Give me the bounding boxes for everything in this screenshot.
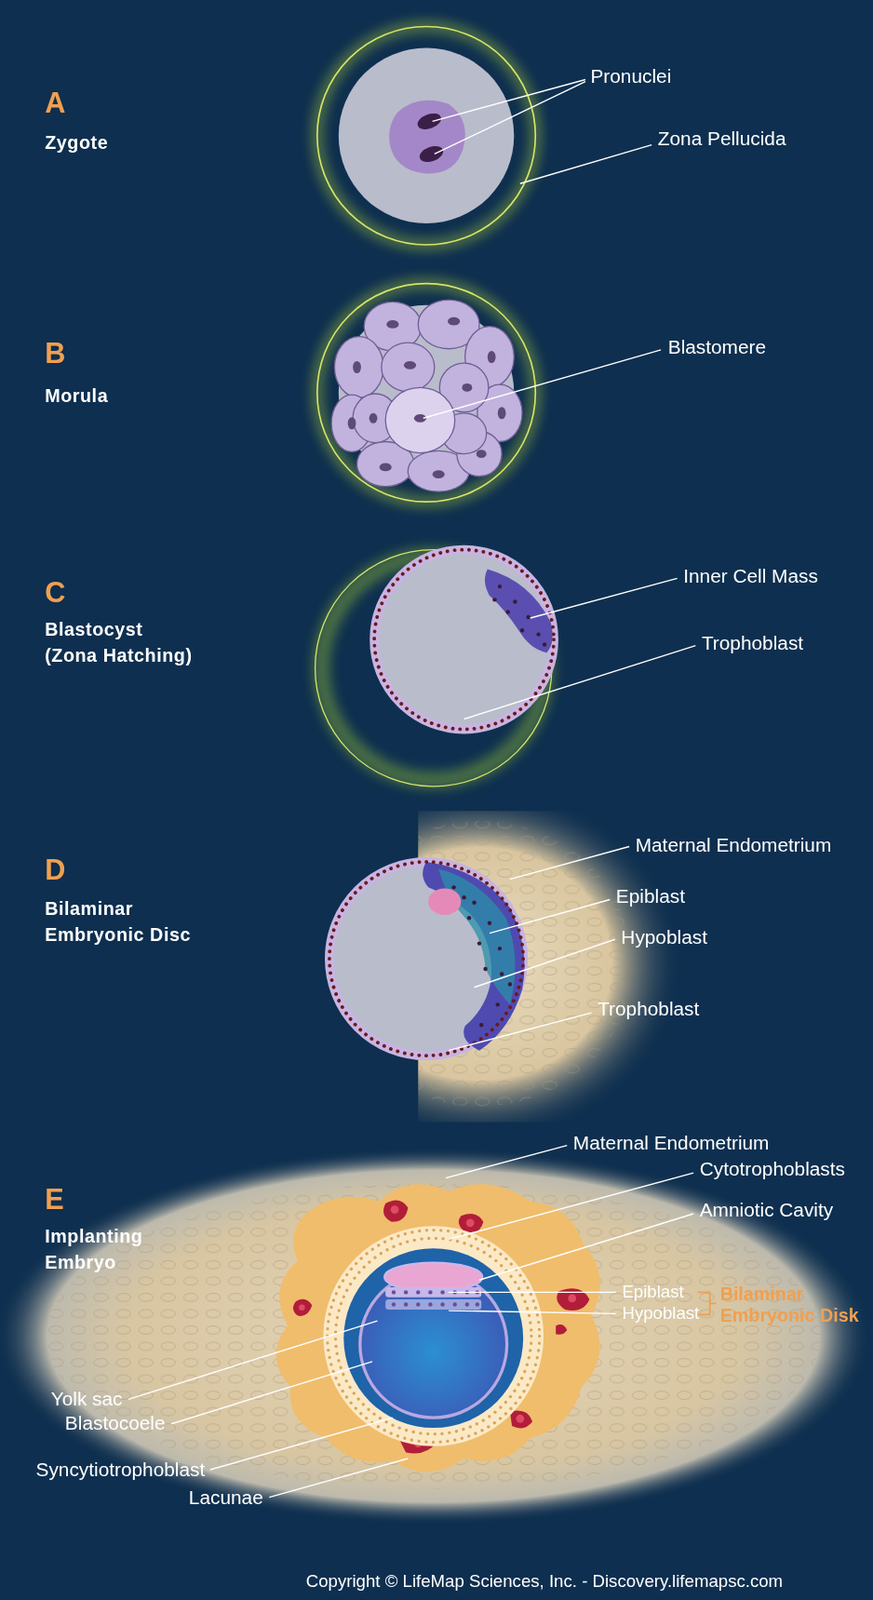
callout-label: Hypoblast (621, 1302, 699, 1324)
callout-label: Amniotic Cavity (699, 1199, 833, 1223)
stage-name: Morula (44, 382, 198, 410)
callout-label: Lacunae (188, 1487, 264, 1511)
stage-letter: D (44, 852, 66, 887)
stage-letter: C (44, 575, 66, 610)
callout-label: Inner Cell Mass (683, 564, 819, 589)
callout-label: Epiblast (621, 1281, 684, 1303)
callout-label: Pronuclei (590, 65, 672, 89)
callout-label: Trophoblast (701, 631, 804, 656)
callout-label: Zona Pellucida (658, 127, 787, 151)
stage-letter: A (44, 85, 66, 121)
callout-label: Hypoblast (620, 926, 708, 950)
stage-letter: B (44, 336, 66, 372)
bracket-label: Bilaminar Embryonic Disk (720, 1284, 866, 1327)
callout-label: Maternal Endometrium (635, 833, 833, 858)
callout-label: Blastocoele (65, 1412, 166, 1437)
callout-label: Epiblast (616, 885, 685, 909)
callout-label: Maternal Endometrium (573, 1131, 770, 1156)
callout-label: Yolk sac (51, 1387, 123, 1411)
callout-label: Syncytiotrophoblast (36, 1458, 206, 1482)
copyright-notice: Copyright © LifeMap Sciences, Inc. - Dis… (306, 1571, 783, 1593)
callout-label: Trophoblast (597, 998, 699, 1022)
callout-label: Cytotrophoblasts (699, 1158, 846, 1182)
callout-label: Blastomere (668, 336, 766, 361)
stage-name: Zygote (44, 129, 198, 157)
stage-name: Blastocyst (Zona Hatching) (44, 616, 198, 670)
stage-name: Bilaminar Embryonic Disc (44, 895, 198, 949)
stage-name: Implanting Embryo (44, 1222, 198, 1276)
stage-letter: E (44, 1181, 64, 1217)
